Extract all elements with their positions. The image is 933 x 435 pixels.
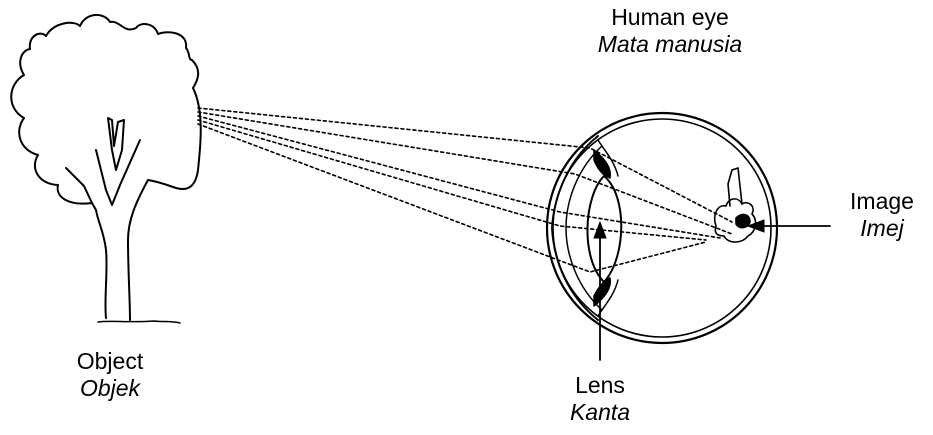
- label-human-eye-ms: Mata manusia: [560, 31, 780, 58]
- label-object-en: Object: [40, 348, 180, 375]
- tree-object: [11, 15, 201, 323]
- light-rays: [198, 108, 732, 272]
- label-image-en: Image: [832, 188, 932, 215]
- tree-branch-v: [108, 118, 124, 170]
- tree-branch-mid: [96, 140, 140, 205]
- tree-foliage: [11, 15, 201, 204]
- ray-5: [198, 124, 706, 272]
- label-human-eye-en: Human eye: [560, 4, 780, 31]
- label-image-ms: Imej: [832, 215, 932, 242]
- label-lens-en: Lens: [545, 372, 655, 399]
- retina-image: [715, 168, 756, 242]
- ray-2: [198, 112, 732, 234]
- ray-4: [198, 120, 706, 240]
- label-object-ms: Objek: [40, 375, 180, 402]
- ray-3: [198, 116, 720, 238]
- ground-line: [98, 321, 180, 323]
- tree-trunk-right: [128, 180, 148, 320]
- label-object: Object Objek: [40, 348, 180, 402]
- label-lens: Lens Kanta: [545, 372, 655, 426]
- label-human-eye: Human eye Mata manusia: [560, 4, 780, 58]
- label-lens-ms: Kanta: [545, 399, 655, 426]
- label-image: Image Imej: [832, 188, 932, 242]
- tree-branch-left: [66, 168, 92, 203]
- tree-trunk-left: [92, 203, 107, 318]
